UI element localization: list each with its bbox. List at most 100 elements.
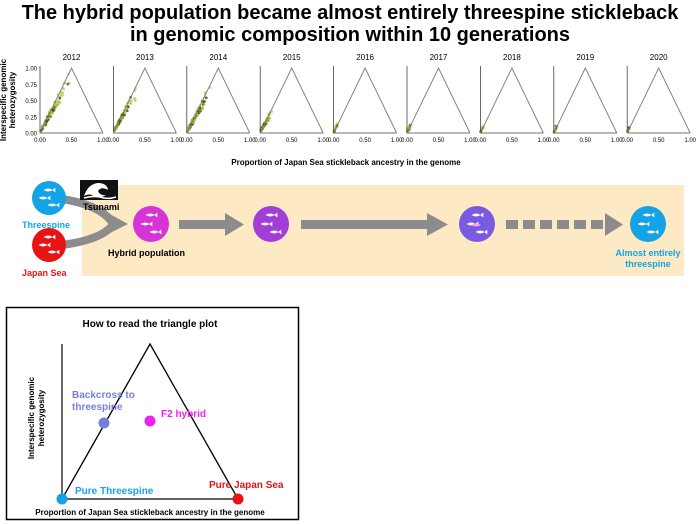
hybrid-population-label: Hybrid population (108, 248, 185, 258)
japan-sea-merge-arrow (61, 223, 116, 249)
density-mark (203, 91, 207, 94)
f2-hybrid-point (144, 415, 156, 427)
dashed-arrow (506, 213, 623, 236)
panel-x-tick: 0.50 (66, 138, 78, 144)
panel-x-tick: 0.50 (212, 138, 224, 144)
panel-y-tick: 0.25 (25, 115, 37, 121)
panel-x-tick: 0.00 (108, 138, 120, 144)
panel-triangle (39, 66, 104, 134)
panel-year-label: 2015 (283, 53, 301, 62)
threespine-population-circle (32, 181, 66, 215)
panel-triangle (112, 66, 177, 134)
panel-triangle (333, 66, 398, 134)
pure-threespine-point (56, 493, 68, 505)
panel-x-tick: 0.00 (475, 138, 487, 144)
panel-x-tick: 0.50 (579, 138, 591, 144)
panel-x-tick: 0.00 (181, 138, 193, 144)
panel-x-tick: 0.50 (506, 138, 518, 144)
density-mark (203, 103, 206, 106)
panel-x-tick: 0.50 (359, 138, 371, 144)
panel-x-tick: 1.00 (317, 138, 329, 144)
density-mark (58, 96, 62, 100)
panel-x-tick: 0.00 (254, 138, 266, 144)
final-label-line2: threespine (625, 259, 671, 269)
panel-triangle (553, 66, 618, 134)
panel-x-tick: 0.50 (653, 138, 665, 144)
panels-y-label-line2: heterozygosity (8, 71, 17, 128)
japan-sea-label: Japan Sea (22, 268, 68, 278)
panel-triangle (626, 66, 691, 134)
panel-x-tick: 1.00 (244, 138, 256, 144)
panel-y-tick: 0.00 (25, 132, 37, 138)
panel-y-tick: 0.75 (25, 83, 37, 89)
panel-x-tick: 0.00 (328, 138, 340, 144)
backcross-point (98, 417, 110, 429)
panels-y-label: Interspecific genomic heterozygosity (0, 58, 17, 141)
panel-year-label: 2019 (576, 53, 594, 62)
panel-x-tick: 1.00 (171, 138, 183, 144)
intermediate-population-circle-2 (459, 206, 495, 242)
panel-x-tick: 1.00 (684, 138, 696, 144)
panel-triangle (406, 66, 471, 134)
panels-x-label: Proportion of Japan Sea stickleback ance… (231, 158, 461, 167)
legend-frame (5, 306, 300, 521)
panel-2018: 2018 0.00 0.50 1.00 (475, 53, 550, 144)
arrow-1-shaft (179, 220, 225, 229)
panel-triangle (479, 66, 544, 134)
panel-year-label: 2018 (503, 53, 521, 62)
panel-year-label: 2013 (136, 53, 154, 62)
density-mark (64, 82, 67, 85)
legend-y-label: Interspecific genomic heterozygosity (27, 376, 46, 459)
final-label-line1: Almost entirely (615, 248, 680, 258)
panel-x-tick: 0.50 (139, 138, 151, 144)
panel-x-tick: 0.00 (621, 138, 633, 144)
panels-y-label-line1: Interspecific genomic (0, 58, 8, 141)
pure-japan-sea-label: Pure Japan Sea (209, 480, 284, 491)
merge-arrow-head (108, 213, 128, 234)
panel-x-tick: 1.00 (538, 138, 550, 144)
density-mark (130, 99, 133, 102)
density-mark (192, 121, 196, 124)
density-mark (198, 110, 202, 114)
legend-triangle (61, 342, 239, 500)
panel-y-tick: 1.00 (25, 67, 37, 73)
legend-title: How to read the triangle plot (82, 319, 218, 330)
density-mark (205, 96, 208, 99)
density-mark (125, 107, 129, 110)
panel-x-tick: 1.00 (391, 138, 403, 144)
panel-triangle (259, 66, 324, 134)
panel-2015: 2015 0.00 0.50 1.00 (254, 53, 329, 144)
density-mark (202, 100, 205, 104)
tsunami-label: Tsunami (83, 202, 119, 212)
density-mark (58, 101, 62, 104)
f2-hybrid-label: F2 hybrid (161, 409, 206, 420)
almost-threespine-population-circle (630, 206, 666, 242)
panel-year-label: 2012 (63, 53, 81, 62)
hybrid-population-circle (133, 206, 169, 242)
density-mark (209, 86, 212, 89)
arrow-1-head (225, 213, 244, 236)
threespine-merge-arrow (61, 195, 116, 225)
arrow-2-shaft (301, 220, 427, 229)
pure-threespine-label: Pure Threespine (75, 486, 154, 497)
tsunami-wave-icon (80, 180, 118, 200)
panel-x-tick: 0.00 (34, 138, 46, 144)
threespine-label: Threespine (22, 220, 70, 230)
panel-year-label: 2017 (430, 53, 448, 62)
density-mark (133, 99, 137, 103)
panel-x-tick: 0.50 (286, 138, 298, 144)
panel-2013: 2013 0.00 0.50 1.00 (108, 53, 183, 144)
density-mark (129, 102, 133, 106)
panel-x-tick: 0.00 (548, 138, 560, 144)
legend-y-label-line2: heterozygosity (37, 389, 46, 446)
density-mark (57, 99, 60, 102)
panel-x-tick: 0.50 (433, 138, 445, 144)
density-mark (267, 117, 271, 121)
panel-triangle (186, 66, 251, 134)
